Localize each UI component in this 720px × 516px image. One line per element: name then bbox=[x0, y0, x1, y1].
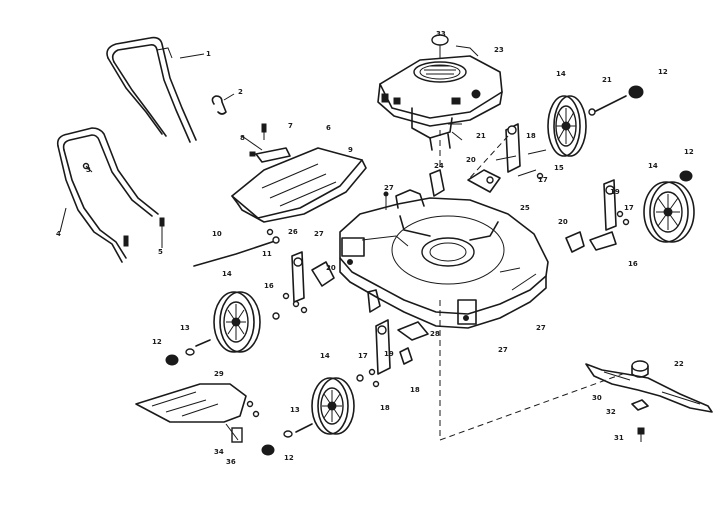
label-wheel-front: 14 bbox=[320, 352, 330, 360]
label-washer-lower: 18 bbox=[380, 404, 390, 412]
label-hubcap-left: 12 bbox=[152, 338, 162, 346]
mower-deck bbox=[339, 169, 549, 329]
label-grass-bag-frame: 6 bbox=[326, 124, 331, 132]
label-axle-bolt-left: 13 bbox=[180, 324, 190, 332]
label-washer-right: 18 bbox=[526, 132, 536, 140]
label-blade-bolt: 31 bbox=[614, 434, 624, 442]
label-lever-lower: 19 bbox=[384, 350, 394, 358]
axle-bolts bbox=[195, 95, 627, 433]
handle-bolt-3 bbox=[82, 162, 165, 248]
label-handle-clip: 2 bbox=[238, 88, 243, 96]
label-spring-rt: 17 bbox=[538, 176, 548, 184]
label-wheel-left: 14 bbox=[222, 270, 232, 278]
label-rear-plate: 29 bbox=[214, 370, 224, 378]
label-lower-handle-bolt: 3 bbox=[86, 166, 91, 174]
label-deck-screw-b: 27 bbox=[314, 230, 324, 238]
engine bbox=[377, 34, 503, 151]
label-screw-engine: 21 bbox=[476, 132, 486, 140]
label-adjuster-rt: 15 bbox=[554, 164, 564, 172]
deflector bbox=[135, 383, 260, 443]
label-deflector: 28 bbox=[430, 330, 440, 338]
label-blade: 30 bbox=[592, 394, 602, 402]
label-adapter-blade: 22 bbox=[674, 360, 684, 368]
label-adjuster-rm: 16 bbox=[628, 260, 638, 268]
label-hubcap-rt: 12 bbox=[658, 68, 668, 76]
label-bag-bracket-screw: 7 bbox=[288, 122, 293, 130]
label-mount-bolt: 24 bbox=[434, 162, 444, 170]
grass-bag-frame bbox=[231, 147, 367, 223]
label-bag-bracket-nut: 8 bbox=[240, 134, 245, 142]
label-spring-front: 17 bbox=[358, 352, 368, 360]
label-deck-screw-a: 27 bbox=[384, 184, 394, 192]
label-bracket-right: 20 bbox=[466, 156, 476, 164]
label-bag-hook: 9 bbox=[348, 146, 353, 154]
bag-hardware bbox=[241, 123, 291, 163]
label-lower-handle: 4 bbox=[56, 230, 61, 238]
label-handle-knob: 5 bbox=[158, 248, 163, 256]
label-wheel-rear-top: 14 bbox=[556, 70, 566, 78]
label-deck-screw-d: 27 bbox=[498, 346, 508, 354]
label-mower-deck: 25 bbox=[520, 204, 530, 212]
label-blade-washer: 32 bbox=[606, 408, 616, 416]
label-throttle-cable: 10 bbox=[212, 230, 222, 238]
handle-clip bbox=[211, 93, 235, 115]
label-screw-top-right: 21 bbox=[602, 76, 612, 84]
blade bbox=[585, 360, 713, 442]
adjuster-front bbox=[368, 319, 429, 388]
label-upper-handle: 1 bbox=[206, 50, 211, 58]
wheel-rear-top bbox=[547, 95, 587, 157]
label-adjuster-bracket: 11 bbox=[262, 250, 272, 258]
label-washer-front: 18 bbox=[410, 386, 420, 394]
lower-handle bbox=[56, 127, 159, 263]
adjuster-left bbox=[282, 251, 335, 314]
label-wheel-rear-mid: 14 bbox=[648, 162, 658, 170]
label-spring-mid: 17 bbox=[624, 204, 634, 212]
label-engine-top: 33 bbox=[436, 30, 446, 38]
label-hubcap-bottom: 12 bbox=[284, 454, 294, 462]
wheel-left bbox=[213, 291, 261, 353]
label-bracket-left: 20 bbox=[326, 264, 336, 272]
label-adjuster-left: 16 bbox=[264, 282, 274, 290]
label-lever-right: 19 bbox=[610, 188, 620, 196]
adjuster-right-mid bbox=[565, 179, 630, 253]
hubcaps bbox=[165, 85, 693, 456]
label-deck-screw-c: 27 bbox=[536, 324, 546, 332]
label-engine: 23 bbox=[494, 46, 504, 54]
center-lines bbox=[439, 130, 629, 441]
adjuster-right-top bbox=[467, 123, 547, 193]
part-labels: 1 2 3 4 5 6 7 8 9 10 11 12 12 12 12 13 1… bbox=[56, 30, 694, 466]
label-bag-screw: 26 bbox=[288, 228, 298, 236]
label-part-34: 34 bbox=[214, 448, 224, 456]
wheel-front bbox=[311, 377, 355, 435]
upper-handle bbox=[106, 36, 205, 143]
wheel-rear-mid bbox=[643, 181, 695, 243]
throttle-cable bbox=[193, 228, 280, 267]
engine-screws bbox=[448, 123, 463, 141]
label-bracket-front: 20 bbox=[558, 218, 568, 226]
label-part-36: 36 bbox=[226, 458, 236, 466]
label-axle-bolt-bottom: 13 bbox=[290, 406, 300, 414]
label-hubcap-rm: 12 bbox=[684, 148, 694, 156]
